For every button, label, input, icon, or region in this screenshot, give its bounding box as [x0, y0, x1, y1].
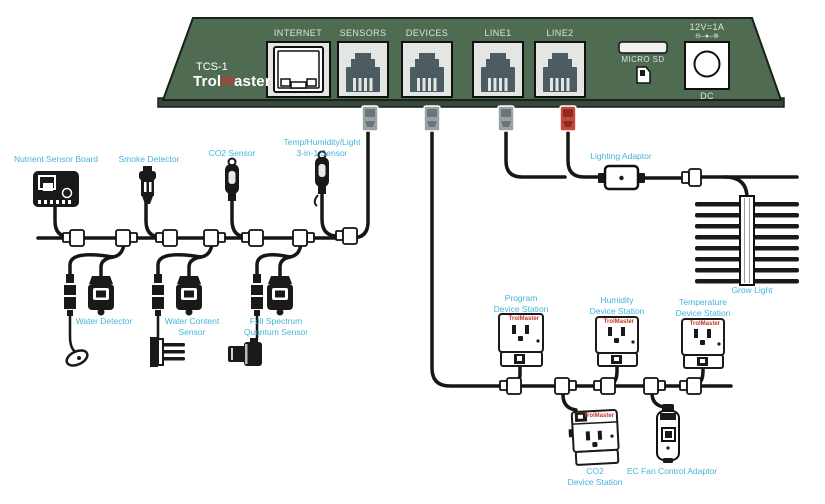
line1-plug [497, 105, 515, 132]
water-content-sensor-assembly [150, 274, 202, 367]
devices-plug [423, 105, 441, 132]
line2-port-label: LINE2 [546, 28, 574, 38]
temperature-station-brand: TrolMaster [689, 321, 720, 327]
ec-fan-adaptor-label: EC Fan Control Adaptor [626, 466, 718, 476]
panel-model-label: TCS-1 [196, 61, 228, 73]
program-station-label: Program Device Station [493, 293, 549, 314]
internet-port-label: INTERNET [273, 28, 323, 38]
lighting-adaptor-label: Lighting Adaptor [590, 151, 652, 161]
nutrient-sensor-board-icon [33, 171, 79, 207]
lighting-adaptor-icon [598, 164, 645, 191]
dc-jack [684, 41, 730, 90]
sensors-port-label: SENSORS [339, 28, 387, 38]
brand-accent-letter: M [221, 73, 235, 90]
ec-fan-control-adaptor-icon [656, 404, 680, 463]
humidity-station-label: Humidity Device Station [589, 295, 645, 316]
humidity-station-brand: TrolMaster [603, 319, 634, 325]
co2-station-brand: TrolMaster [583, 413, 614, 419]
micro-sd-slot [618, 41, 668, 84]
co2-station-label: CO2 Device Station [567, 466, 623, 487]
brand-logo: TrolMaster [193, 73, 271, 90]
water-content-sensor-label: Water Content Sensor [164, 316, 220, 337]
line2-port [534, 41, 586, 98]
micro-sd-label: MICRO SD [621, 55, 665, 64]
nutrient-sensor-board-label: Nutrient Sensor Board [13, 154, 99, 164]
line1-port [472, 41, 524, 98]
polarity-symbol: ⊖–●–⊕ [695, 33, 719, 40]
co2-sensor-label: CO2 Sensor [208, 148, 256, 158]
devices-port-label: DEVICES [405, 28, 449, 38]
brand-part2: aster [234, 73, 271, 90]
program-device-station-icon [498, 313, 544, 367]
three-in-one-sensor-label: Temp/Humidity/Light 3-in-1 Sensor [283, 137, 361, 158]
co2-device-station-icon [568, 408, 620, 466]
program-station-brand: TrolMaster [508, 316, 539, 322]
smoke-detector-icon [139, 166, 156, 204]
humidity-device-station-icon [595, 316, 639, 367]
grow-light-label: Grow Light [731, 285, 773, 295]
temperature-device-station-icon [681, 318, 725, 369]
sensor-bus-connectors [62, 227, 358, 247]
device-bus-connectors [499, 377, 702, 395]
sensors-plug [361, 105, 379, 132]
temperature-station-label: Temperature Device Station [675, 297, 731, 318]
devices-port [401, 41, 453, 98]
dc-label: DC [700, 91, 714, 101]
internet-port [266, 41, 331, 98]
co2-sensor-icon [225, 157, 239, 201]
line1-port-label: LINE1 [484, 28, 512, 38]
quantum-sensor-assembly [228, 274, 293, 366]
brand-part1: Trol [193, 73, 222, 90]
three-in-one-sensor-icon [313, 150, 329, 207]
line2-plug-red [559, 105, 577, 132]
smoke-detector-label: Smoke Detector [118, 154, 180, 164]
sensors-port [337, 41, 389, 98]
grow-light-icon [695, 195, 799, 286]
quantum-sensor-label: Full Spectrum Quantum Sensor [243, 316, 309, 337]
line-cables [504, 125, 799, 200]
water-detector-assembly [64, 274, 114, 367]
grow-light-coupler [681, 168, 702, 187]
power-rating-label: 12V=1A [689, 22, 725, 32]
water-detector-label: Water Detector [75, 316, 133, 326]
